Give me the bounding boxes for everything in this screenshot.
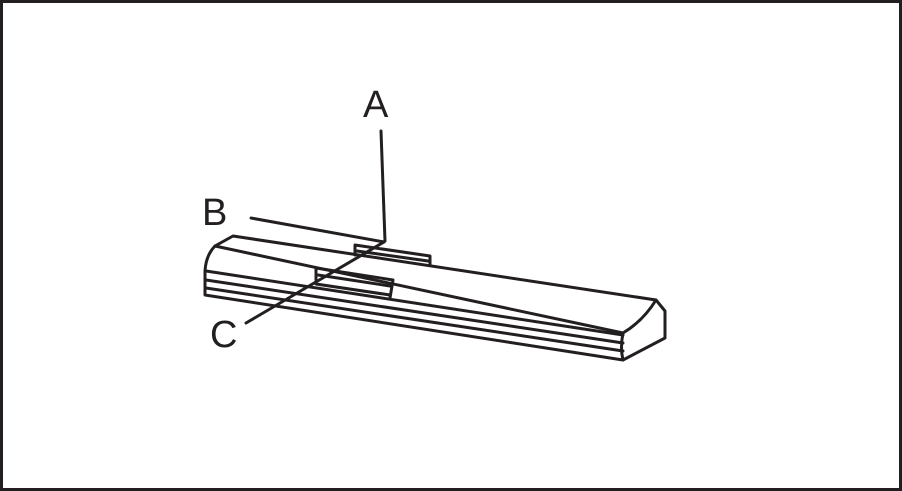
clip-c (314, 266, 395, 300)
rail-body (203, 234, 667, 362)
leader-b (249, 216, 386, 244)
rail-diagram: A B C (202, 84, 667, 362)
leader-c (244, 240, 386, 325)
label-b: B (202, 192, 227, 234)
label-c: C (210, 314, 237, 356)
leader-lines (244, 129, 387, 325)
label-a: A (363, 84, 389, 126)
leader-a (379, 129, 387, 243)
clip-a (353, 243, 432, 267)
